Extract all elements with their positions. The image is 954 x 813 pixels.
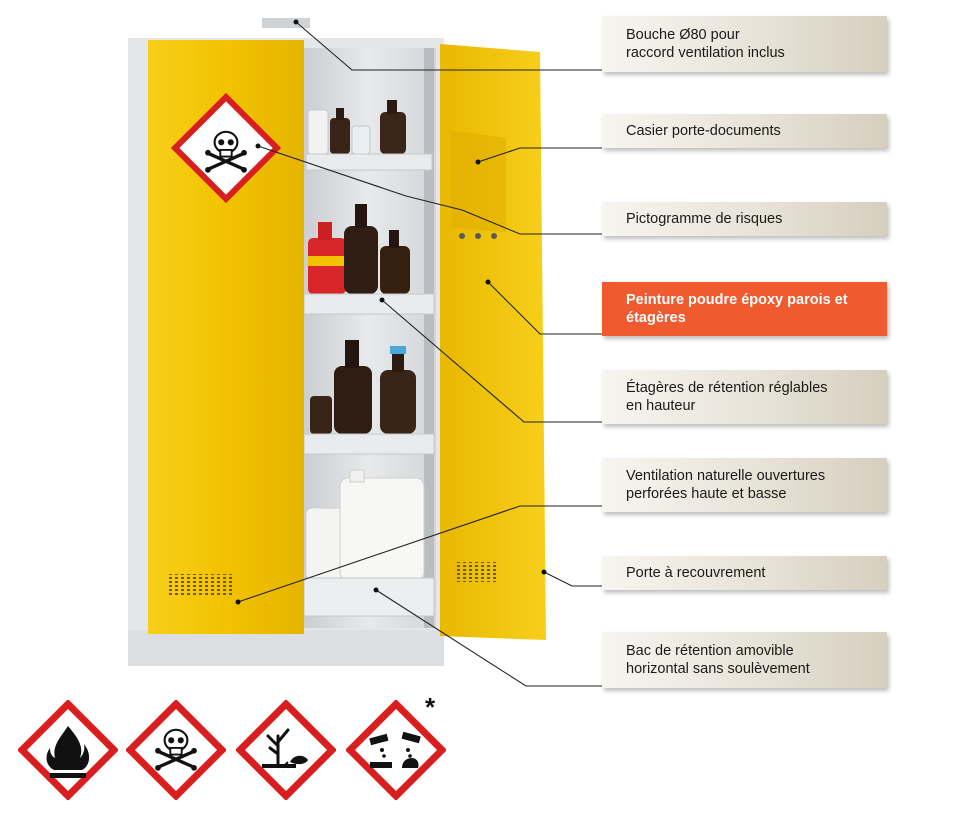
callout-line: étagères	[626, 310, 686, 326]
callout-line: en hauteur	[626, 398, 696, 414]
environment-hazard-icon	[236, 700, 336, 800]
callout-line: Peinture poudre époxy parois et	[626, 292, 848, 308]
bottles-middle-shelf	[308, 204, 410, 294]
retention-shelf-2	[303, 293, 435, 315]
callout-hazard-pictogram: Pictogramme de risques	[602, 202, 887, 236]
toxic-label-icon	[170, 92, 282, 204]
right-door	[440, 44, 546, 640]
callout-leader-lines	[237, 21, 602, 687]
callout-line: Bac de rétention amovible	[626, 643, 794, 659]
callout-retention-tray: Bac de rétention amovible horizontal san…	[602, 632, 887, 688]
callout-line: Bouche Ø80 pour	[626, 27, 740, 43]
jerrycans	[305, 469, 425, 581]
callout-natural-ventilation: Ventilation naturelle ouvertures perforé…	[602, 458, 887, 512]
retention-shelf-3	[303, 433, 435, 455]
left-door	[148, 40, 304, 634]
callout-epoxy-paint: Peinture poudre époxy parois et étagères	[602, 282, 887, 336]
flame-icon	[18, 700, 118, 800]
callout-ventilation-port: Bouche Ø80 pour raccord ventilation incl…	[602, 16, 887, 72]
corrosive-icon	[346, 700, 446, 800]
callout-line: perforées haute et basse	[626, 486, 787, 502]
callout-overlap-door: Porte à recouvrement	[602, 556, 887, 590]
removable-retention-tray	[303, 577, 435, 617]
callout-line: Porte à recouvrement	[626, 565, 766, 581]
callout-line: raccord ventilation inclus	[626, 45, 785, 61]
callout-line: Casier porte-documents	[626, 123, 781, 139]
callout-line: Ventilation naturelle ouvertures	[626, 468, 826, 484]
footnote-asterisk: *	[425, 692, 436, 722]
callout-line: Étagères de rétention réglables	[626, 380, 828, 396]
bottles-lower-shelf	[310, 340, 416, 434]
callout-adjustable-shelves: Étagères de rétention réglables en haute…	[602, 370, 887, 424]
callout-line: Pictogramme de risques	[626, 211, 783, 227]
callout-line: horizontal sans soulèvement	[626, 661, 810, 677]
skull-crossbones-icon	[126, 700, 226, 800]
retention-shelf-1	[305, 153, 433, 171]
callout-document-holder: Casier porte-documents	[602, 114, 887, 148]
